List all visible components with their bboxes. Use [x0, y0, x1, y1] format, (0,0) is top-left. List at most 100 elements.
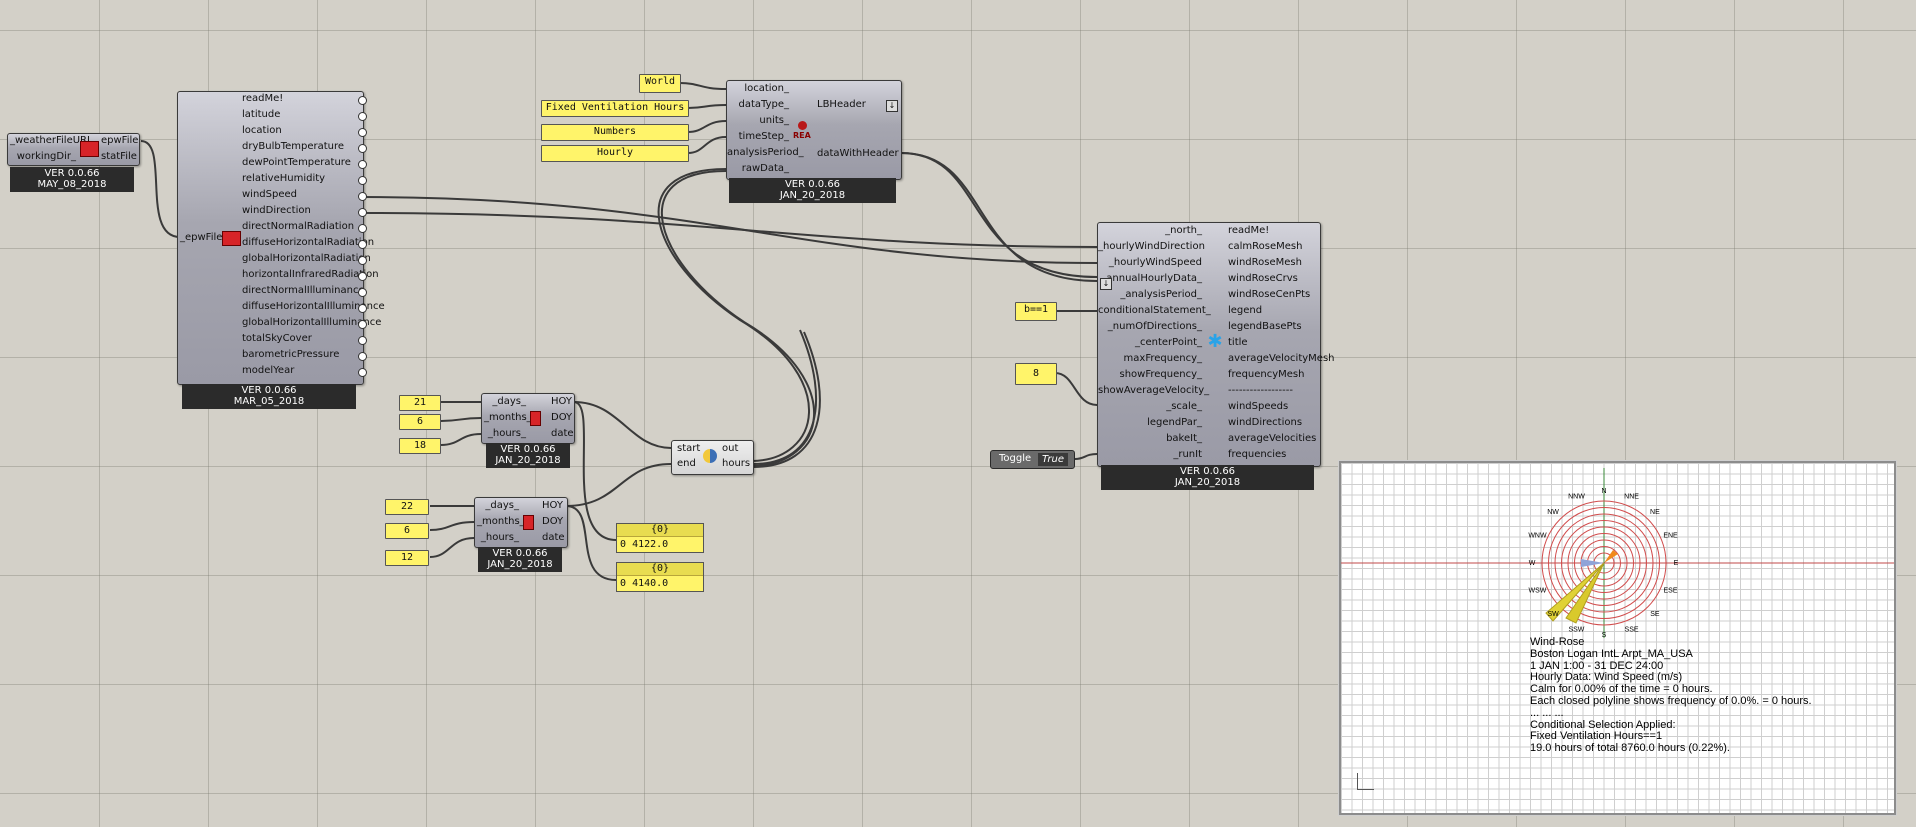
output-directnormalradiation[interactable]: directNormalRadiation [242, 221, 355, 232]
output-port-dot[interactable] [358, 336, 367, 345]
output-barometricpressure[interactable]: barometricPressure [242, 349, 340, 360]
wind-rose-component[interactable]: _north_ _hourlyWindDirection _hourlyWindSp… [1097, 222, 1335, 467]
output-doy[interactable]: DOY [551, 412, 573, 423]
input-hours[interactable]: _hours_ [480, 532, 519, 543]
output-windspeeds[interactable]: windSpeeds [1228, 401, 1289, 412]
input-legendpar-[interactable]: legendPar_ [1147, 417, 1202, 428]
panel-num-directions[interactable]: 8 [1015, 363, 1057, 385]
output-lb-header[interactable]: LBHeader [817, 99, 866, 110]
output-averagevelocitymesh[interactable]: averageVelocityMesh [1228, 353, 1335, 364]
input-epw-file[interactable]: _epwFile [180, 232, 223, 243]
output-totalskycover[interactable]: totalSkyCover [242, 333, 312, 344]
output-horizontalinfraredradiation[interactable]: horizontalInfraredRadiation [242, 269, 379, 280]
output-dewpointtemperature[interactable]: dewPointTemperature [242, 157, 351, 168]
input-weather-file-url[interactable]: _weatherFileURL [10, 135, 93, 146]
input-working-dir[interactable]: workingDir_ [16, 151, 76, 162]
panel-month-2[interactable]: 6 [385, 523, 429, 539]
output-port-dot[interactable] [358, 208, 367, 217]
input-conditionalstatement-[interactable]: conditionalStatement_ [1098, 305, 1211, 316]
output-out[interactable]: out [722, 443, 739, 454]
output-latitude[interactable]: latitude [242, 109, 281, 120]
output-legend[interactable]: legend [1228, 305, 1263, 316]
input--hourlywinddirection[interactable]: _hourlyWindDirection [1098, 241, 1205, 252]
input-showfrequency-[interactable]: showFrequency_ [1119, 369, 1202, 380]
output-diffusehorizontalradiation[interactable]: diffuseHorizontalRadiation [242, 237, 375, 248]
output-location[interactable]: location [242, 125, 282, 136]
panel-day-2[interactable]: 22 [385, 499, 429, 515]
header-expand-icon[interactable]: ↓ [886, 100, 898, 112]
panel-fixed-ventilation-hours[interactable]: Fixed Ventilation Hours [541, 100, 689, 117]
output-port-dot[interactable] [358, 352, 367, 361]
run-toggle[interactable]: Toggle True [990, 450, 1075, 469]
panel-conditional-statement[interactable]: b==1 [1015, 302, 1057, 321]
create-header-component[interactable]: location_dataType_units_timeStep_analysi… [726, 80, 902, 180]
panel-world[interactable]: World [639, 74, 681, 93]
output-windrosemesh[interactable]: windRoseMesh [1228, 257, 1302, 268]
panel-hour-1[interactable]: 18 [399, 438, 441, 454]
input--north-[interactable]: _north_ [1165, 225, 1202, 236]
output-winddirections[interactable]: windDirections [1228, 417, 1303, 428]
output-globalhorizontalilluminance[interactable]: globalHorizontalIlluminance [242, 317, 382, 328]
open-weather-file-component[interactable]: _weatherFileURL workingDir_ epwFile stat… [7, 133, 140, 166]
output-drybulbtemperature[interactable]: dryBulbTemperature [242, 141, 345, 152]
output-date[interactable]: date [542, 532, 565, 543]
output-hoy[interactable]: HOY [551, 396, 572, 407]
output-hoy[interactable]: HOY [542, 500, 563, 511]
output-port-dot[interactable] [358, 96, 367, 105]
input--centerpoint-[interactable]: _centerPoint_ [1134, 337, 1202, 348]
panel-hour-2[interactable]: 12 [385, 550, 429, 566]
toggle-value[interactable]: True [1038, 453, 1068, 466]
output-port-dot[interactable] [358, 128, 367, 137]
output-windspeed[interactable]: windSpeed [242, 189, 297, 200]
output-directnormalilluminance[interactable]: directNormalIlluminance [242, 285, 365, 296]
input--analysisperiod-[interactable]: _analysisPeriod_ [1120, 289, 1202, 300]
output-readme-[interactable]: readMe! [1228, 225, 1270, 236]
input--hourlywindspeed[interactable]: _hourlyWindSpeed [1108, 257, 1202, 268]
output-port-dot[interactable] [358, 224, 367, 233]
input-annualhourlydata-[interactable]: annualHourlyData_ [1106, 273, 1202, 284]
output-doy[interactable]: DOY [542, 516, 564, 527]
panel-hourly[interactable]: Hourly [541, 145, 689, 162]
hoy-output-panel-1[interactable]: {0} 0 4122.0 [616, 523, 704, 553]
input-days[interactable]: _days_ [492, 396, 526, 407]
input-datatype-[interactable]: dataType_ [738, 99, 790, 110]
output-port-dot[interactable] [358, 320, 367, 329]
output-legendbasepts[interactable]: legendBasePts [1228, 321, 1302, 332]
input-months[interactable]: _months_ [484, 412, 532, 423]
input-analysisperiod-[interactable]: analysisPeriod_ [727, 147, 804, 158]
output-port-dot[interactable] [358, 256, 367, 265]
input-location-[interactable]: location_ [744, 83, 789, 94]
hoy-output-panel-2[interactable]: {0} 0 4140.0 [616, 562, 704, 592]
output-port-dot[interactable] [358, 240, 367, 249]
output-port-dot[interactable] [358, 192, 367, 201]
output-title[interactable]: title [1228, 337, 1248, 348]
input--numofdirections-[interactable]: _numOfDirections_ [1107, 321, 1202, 332]
output-globalhorizontalradiation[interactable]: globalHorizontalRadiation [242, 253, 371, 264]
output-windrosecrvs[interactable]: windRoseCrvs [1228, 273, 1298, 284]
input--runit[interactable]: _runIt [1173, 449, 1202, 460]
annual-data-expand-icon[interactable]: ↓ [1100, 278, 1112, 290]
output-date[interactable]: date [551, 428, 574, 439]
output-windrosecenpts[interactable]: windRoseCenPts [1228, 289, 1311, 300]
output-------------------[interactable]: ------------------ [1228, 385, 1293, 396]
output-epw-file[interactable]: epwFile [101, 135, 139, 146]
python-component[interactable]: start end out hours [671, 440, 754, 475]
input-units-[interactable]: units_ [759, 115, 789, 126]
input-days[interactable]: _days_ [485, 500, 519, 511]
output-stat-file[interactable]: statFile [101, 151, 137, 162]
output-port-dot[interactable] [358, 144, 367, 153]
output-port-dot[interactable] [358, 112, 367, 121]
output-hours[interactable]: hours [722, 458, 751, 469]
input-maxfrequency-[interactable]: maxFrequency_ [1123, 353, 1202, 364]
input-rawdata-[interactable]: rawData_ [741, 163, 789, 174]
input--scale-[interactable]: _scale_ [1166, 401, 1202, 412]
output-readme-[interactable]: readMe! [242, 93, 284, 104]
input-showaveragevelocity-[interactable]: showAverageVelocity_ [1098, 385, 1210, 396]
output-port-dot[interactable] [358, 288, 367, 297]
input-end[interactable]: end [677, 458, 696, 469]
panel-month-1[interactable]: 6 [399, 414, 441, 430]
calculate-hoy-component-2[interactable]: _days_ _months_ _hours_ HOY DOY date [474, 497, 568, 548]
output-port-dot[interactable] [358, 176, 367, 185]
output-frequencies[interactable]: frequencies [1228, 449, 1287, 460]
